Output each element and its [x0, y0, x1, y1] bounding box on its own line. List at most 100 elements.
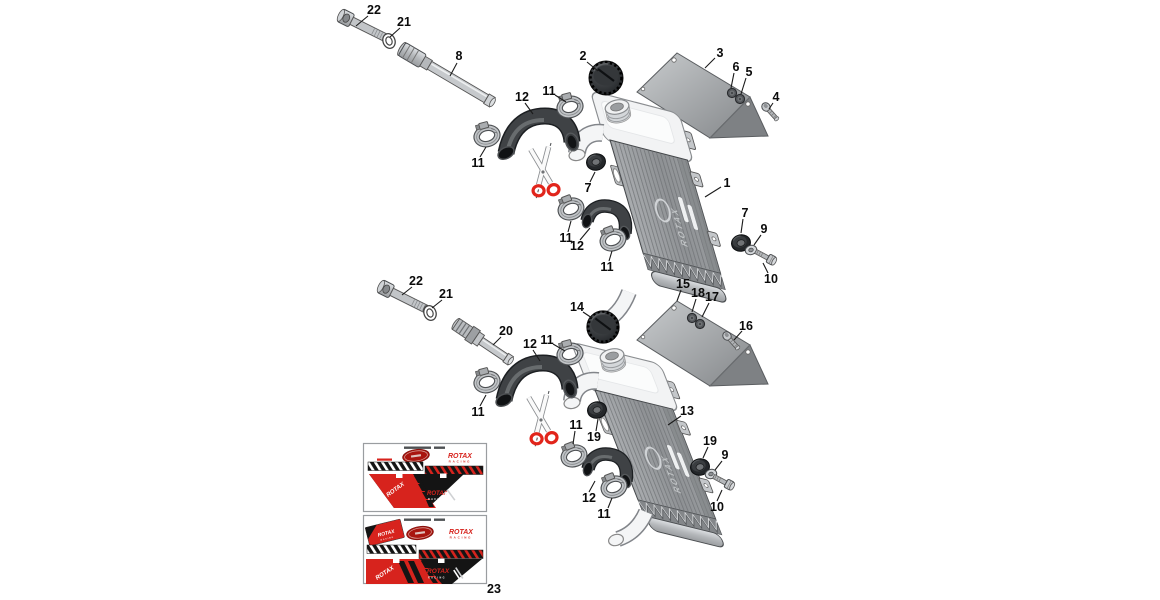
callout-2: 2 [580, 49, 587, 63]
leader-line [733, 330, 743, 341]
top-radiator-assembly [335, 7, 782, 331]
leader-line [579, 227, 591, 241]
callout-16: 16 [739, 319, 753, 333]
radiator-cap-2 [587, 59, 625, 97]
callout-12: 12 [570, 239, 584, 253]
bolt-4 [759, 100, 782, 124]
leader-line [589, 171, 596, 183]
hose-12-top-upper [496, 116, 581, 162]
leader-line [479, 394, 487, 407]
tilted-rotax-decal: ROTAX RACING [365, 518, 405, 547]
leader-line [702, 446, 709, 459]
leader-line [716, 489, 723, 502]
callout-22: 22 [367, 3, 381, 17]
rotax-logo-text: ROTAX [448, 453, 473, 460]
callout-14: 14 [570, 300, 584, 314]
callout-11: 11 [600, 260, 613, 274]
screw-18 [686, 312, 698, 324]
radiator-cap-14 [585, 309, 621, 345]
clamp-11 [556, 338, 582, 365]
callout-11: 11 [559, 231, 572, 245]
leader-line [479, 146, 487, 158]
callout-19: 19 [703, 434, 717, 448]
callout-5: 5 [746, 65, 753, 79]
radiator-13-bottom-outlet [608, 508, 654, 547]
leader-line [524, 102, 534, 115]
cut-line-top [535, 142, 552, 200]
leader-line [355, 15, 369, 27]
callout-10: 10 [764, 272, 778, 286]
screw-17 [694, 318, 706, 330]
callout-10: 10 [710, 500, 724, 514]
overflow-tube-8 [395, 40, 499, 111]
leader-line [572, 430, 576, 445]
callout-4: 4 [773, 90, 780, 104]
callout-11: 11 [597, 507, 610, 521]
hazard-stripe-bar [418, 549, 484, 559]
callout-18: 18 [691, 286, 705, 300]
racing-logo-text: RACING [380, 535, 394, 541]
racing-logo-text: RACING [450, 536, 473, 540]
rotax-logo-text: ROTAX [427, 491, 449, 497]
callout-19: 19 [587, 430, 601, 444]
hazard-stripe-bar [424, 465, 484, 475]
sheet-header-microtext [404, 518, 431, 521]
leader-line [753, 234, 762, 246]
screw-6 [726, 87, 738, 99]
leader-line [768, 102, 774, 110]
rotax-logo-text: ROTAX [427, 568, 450, 575]
leader-line [667, 415, 682, 426]
leader-line [676, 289, 682, 302]
leader-line [740, 77, 747, 95]
leader-line [762, 262, 769, 274]
callout-3: 3 [717, 46, 724, 60]
leader-line [704, 57, 716, 69]
rotax-logo-text: ROTAX [377, 529, 396, 539]
bottom-radiator-assembly [375, 278, 769, 553]
callout-21: 21 [439, 287, 453, 301]
leader-line [704, 186, 722, 198]
callout-1: 1 [724, 176, 731, 190]
leader-line [595, 418, 599, 432]
leader-line [608, 250, 613, 262]
callout-8: 8 [456, 49, 463, 63]
cut-line-bottom [534, 390, 550, 448]
leader-line [431, 299, 443, 309]
callout-22: 22 [409, 274, 423, 288]
clamp-11 [556, 191, 585, 220]
leader-line [492, 336, 502, 346]
racing-logo-text: RACING [428, 498, 446, 501]
leader-line [714, 460, 723, 471]
callout-11: 11 [569, 418, 582, 432]
hazard-stripe-bar [367, 461, 424, 471]
scissors-cut-icon-top [526, 146, 561, 199]
leader-line [389, 27, 401, 38]
banjo-bolt-22-top [335, 7, 391, 46]
callout-12: 12 [523, 337, 537, 351]
radiator-1-tank-outlet [568, 123, 605, 162]
leader-line [607, 497, 613, 509]
leader-line [567, 220, 572, 233]
scissors-cut-icon-bottom [524, 394, 559, 447]
leader-line [588, 480, 596, 493]
leader-line [730, 72, 735, 89]
leader-line [740, 218, 744, 234]
callout-6: 6 [733, 60, 740, 74]
leader-line [552, 343, 566, 352]
callout-21: 21 [397, 15, 411, 29]
leader-line [554, 94, 567, 103]
callout-12: 12 [582, 491, 596, 505]
callout-11: 11 [471, 156, 484, 170]
callout-15: 15 [676, 277, 690, 291]
callout-9: 9 [722, 448, 729, 462]
callout-7: 7 [742, 206, 749, 220]
callout-11: 11 [540, 333, 553, 347]
callout-13: 13 [680, 404, 694, 418]
racing-logo-text: RACING [449, 460, 472, 464]
callout-11: 11 [542, 84, 555, 98]
leader-line [582, 311, 593, 319]
bolt-10-bottom [711, 471, 737, 492]
